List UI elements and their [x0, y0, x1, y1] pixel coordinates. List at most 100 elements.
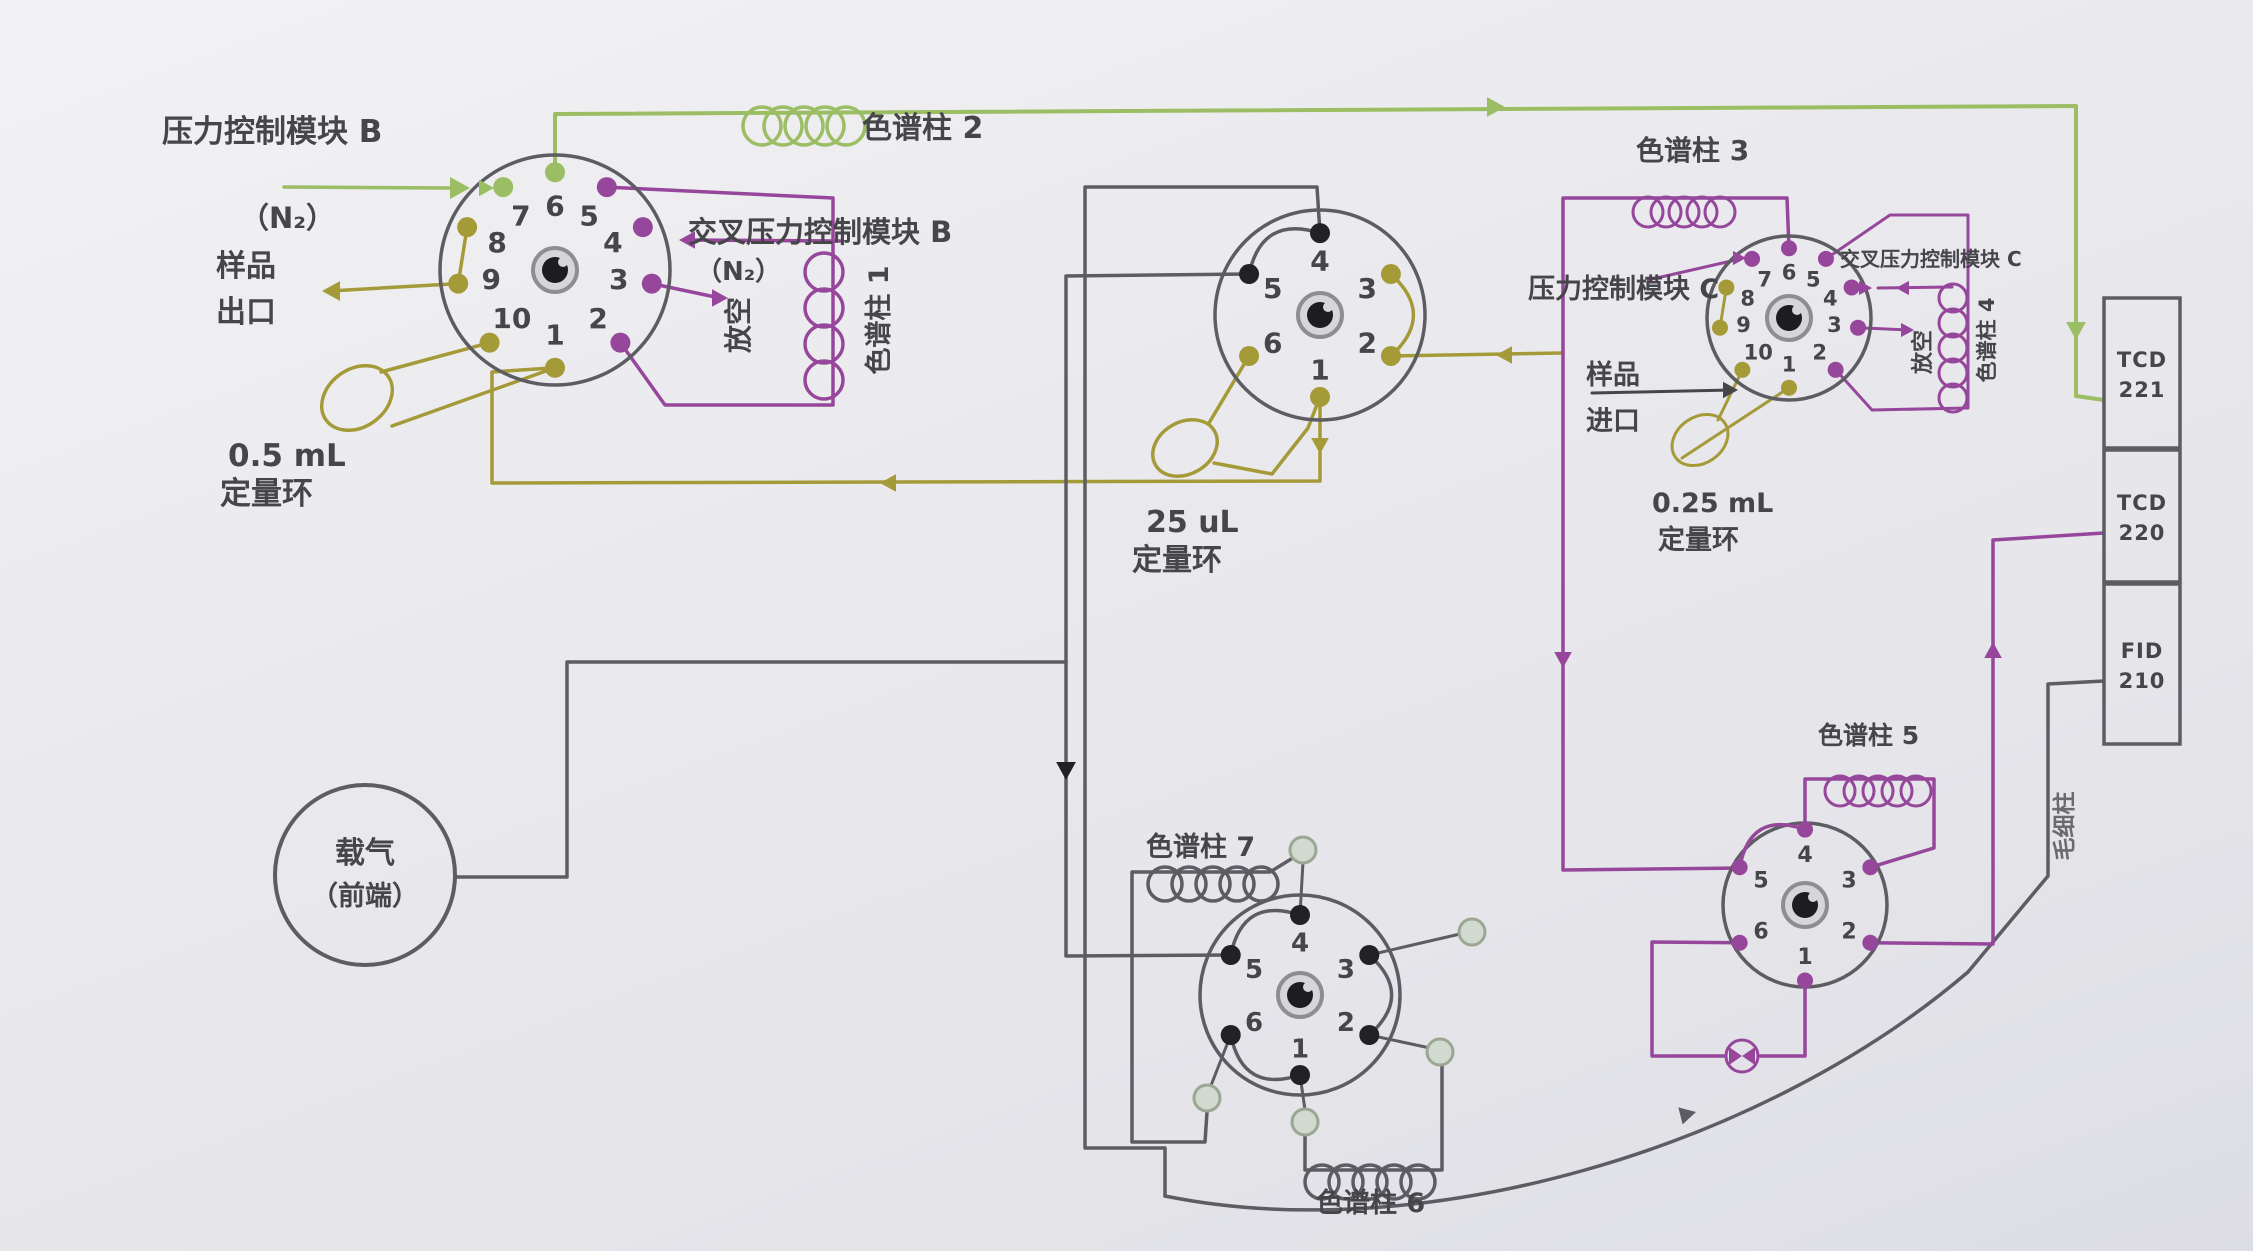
valve-b-port-2-dot: [610, 332, 631, 353]
column-3-label: 色谱柱 3: [1636, 134, 1749, 167]
cap-v7-port1: [1290, 1107, 1320, 1137]
valve-2-jumper-3-2: [1389, 272, 1415, 358]
valve-5-port-2-number: 2: [1841, 919, 1856, 944]
column-1-coil-loop: [803, 251, 845, 293]
cross-pressure-module-b-label: 交叉压力控制模块 B: [688, 215, 952, 249]
valve-7-port-4-number: 4: [1291, 928, 1309, 958]
column-2-coil: [741, 105, 867, 147]
cap-v7-port6: [1192, 1083, 1222, 1113]
line-v7p3-cap: [1367, 932, 1462, 957]
loop-25ul-label-2: 定量环: [1132, 543, 1222, 578]
line-v5-column5-loop: [1803, 777, 1936, 870]
valve-c-port-9-number: 9: [1736, 313, 1751, 337]
valve-c-port-6-dot: [1781, 240, 1797, 257]
valve-b-port-4-number: 4: [603, 226, 622, 259]
valve-c-port-4-dot: [1843, 279, 1860, 296]
tcd-220-label-2: 220: [2119, 521, 2166, 545]
line-pcm-c-to-port7: [1646, 257, 1742, 282]
column-4-label: 色谱柱 4: [1975, 298, 1999, 383]
valve-c-port-2-number: 2: [1812, 341, 1827, 365]
arrow-pcm-c-in-icon: [1733, 250, 1746, 266]
arrow-v2p1-down-icon: [1311, 438, 1329, 454]
line-pcm-b-to-port7: [282, 185, 454, 190]
valve-5-port-3-number: 3: [1841, 869, 1856, 894]
loop-25ul-tube: [1207, 354, 1251, 425]
column-7-label: 色谱柱 7: [1146, 831, 1255, 863]
valve-5-port-4-dot: [1797, 821, 1813, 838]
valve-7-jumper-3-2: [1368, 953, 1394, 1037]
fid-210-label-1: FID: [2121, 639, 2164, 663]
column-6-coil-loop: [1327, 1163, 1365, 1201]
tcd-220-box: [2102, 448, 2182, 584]
valve-2-port-3-dot: [1380, 264, 1401, 285]
loop-0p25-label-1: 0.25 mL: [1652, 488, 1773, 519]
carrier-gas-source: 载气（前端）: [273, 783, 457, 967]
valve-2-body: [1213, 208, 1427, 422]
column-2-label: 色谱柱 2: [862, 111, 983, 146]
n2-b-label: （N₂）: [240, 201, 335, 235]
valve-b-body: [438, 153, 672, 387]
line-b5-column1-b2: [605, 185, 835, 407]
valve-b-port-8-dot: [457, 217, 478, 238]
line-p1-to-v2-port2: [1389, 351, 1565, 358]
valve-c-port-8-dot: [1718, 279, 1735, 296]
capillary-label: 毛细柱: [2051, 792, 2078, 861]
sample-outlet-label-2: 出口: [216, 295, 276, 330]
valve-c-hub-notch: [1792, 305, 1802, 315]
valve-5-port-5-number: 5: [1753, 869, 1768, 894]
valve-2-port-6-number: 6: [1263, 326, 1282, 359]
loop-0p25ml-coil: [1670, 412, 1730, 468]
valve-5-port-4-number: 4: [1797, 843, 1812, 868]
pressure-module-b-label: 压力控制模块 B: [162, 114, 382, 150]
valve-5-port-3-dot: [1862, 859, 1879, 876]
column-2-coil-loop: [741, 105, 783, 147]
cap-v7-port4: [1288, 835, 1318, 865]
valve-7-port-2-dot: [1359, 1025, 1380, 1045]
line-v5p2-to-tcd220: [1868, 531, 2106, 946]
valve-b-port-5-dot: [596, 177, 617, 198]
column-4-coil-loop: [1937, 332, 1969, 364]
valve-7-jumper-4-5: [1229, 908, 1301, 956]
column-2-coil-loop: [783, 105, 825, 147]
column-7-coil-loop: [1218, 865, 1256, 903]
pressure-module-c-label: 压力控制模块 C: [1528, 274, 1719, 305]
valve-7-port-6-number: 6: [1245, 1008, 1263, 1038]
valve-c-port-6-number: 6: [1782, 261, 1797, 285]
valve-2-port-4-number: 4: [1310, 244, 1329, 277]
line-v7p2-cap: [1367, 1033, 1432, 1050]
column-4-coil: [1937, 282, 1969, 414]
column-7-coil-loop: [1146, 865, 1184, 903]
valve-b-hub-notch: [558, 257, 568, 267]
valve-c-port-7-dot: [1744, 250, 1761, 267]
column-1-coil-loop: [803, 359, 845, 401]
arrow-to-v2p2-icon: [1496, 346, 1512, 364]
column-4-coil-loop: [1937, 357, 1969, 389]
tcd-221-box: [2102, 296, 2182, 450]
loop-25ul: [1151, 354, 1322, 478]
column-5-label: 色谱柱 5: [1818, 721, 1919, 750]
arrow-cross-pcm-c-2-icon: [1896, 280, 1909, 296]
loop-0p5ml-coil: [319, 364, 395, 432]
arrow-capillary-icon: [1678, 1107, 1696, 1125]
vent-c-label: 放空: [1910, 330, 1936, 375]
valve-c-port-10-number: 10: [1744, 341, 1773, 365]
column-6-coil-loop: [1351, 1163, 1389, 1201]
line-column7-box: [1130, 854, 1298, 1144]
valve-c-port-2-dot: [1827, 361, 1844, 378]
column-6-coil-loop: [1399, 1163, 1437, 1201]
valve-b-port-10-dot: [479, 332, 500, 353]
valve-7-port-5-number: 5: [1245, 955, 1263, 985]
valve-5-jumper-4-5: [1737, 822, 1806, 868]
cap-v7-port3: [1457, 917, 1487, 947]
arrow-b-vent-icon: [712, 289, 728, 307]
loop-0p5-label-2: 定量环: [220, 476, 313, 512]
sample-outlet-label-1: 样品: [216, 249, 276, 284]
arrow-p1-down-icon: [1554, 652, 1572, 668]
column-1-coil-loop: [803, 323, 845, 365]
